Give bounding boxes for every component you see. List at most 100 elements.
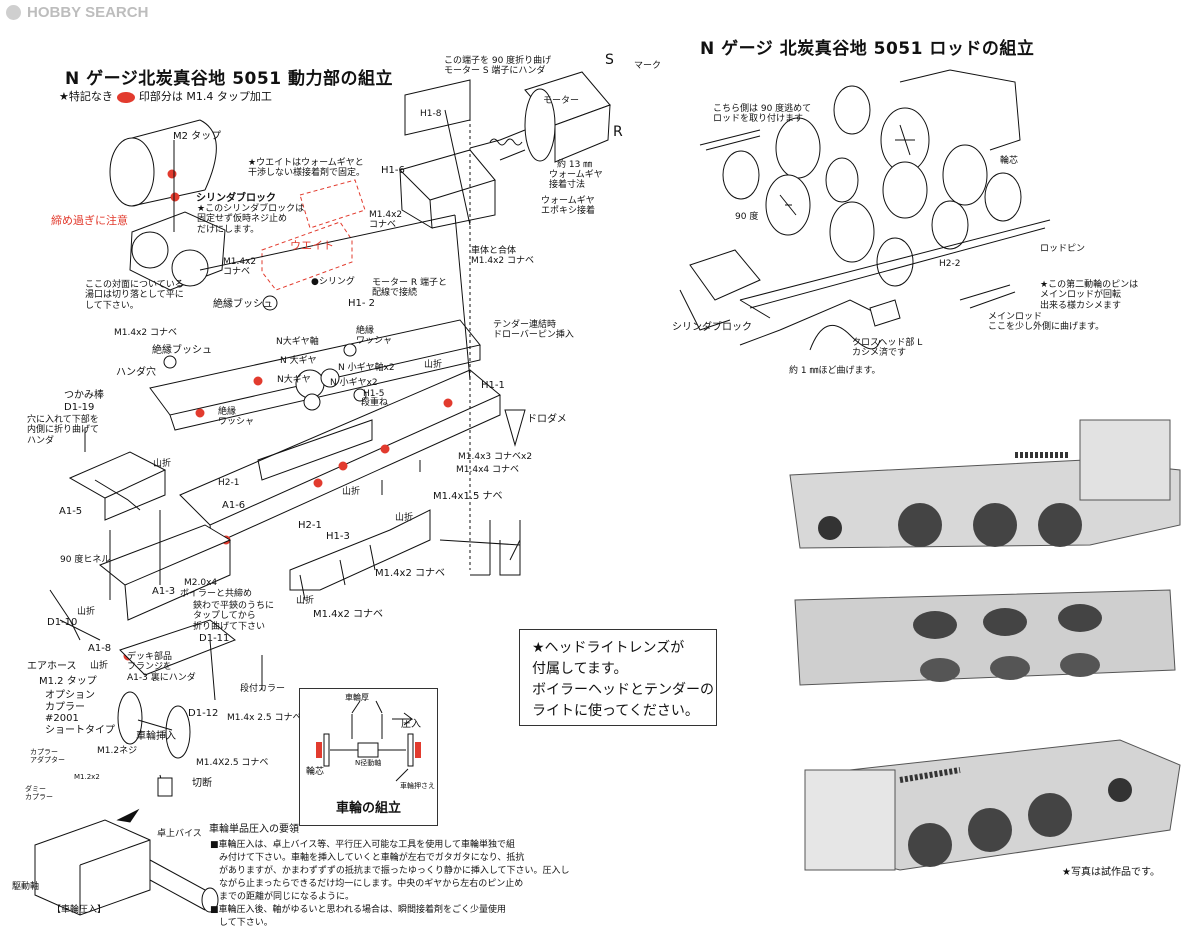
label-wheel-press: 【車輪圧入】 — [52, 905, 107, 915]
notice-line: ライトに使ってください。 — [532, 703, 699, 719]
label-a1-3: A1-3 — [152, 586, 176, 597]
label-body-together: 車体と合体 M1.4x2 コナベ — [471, 246, 534, 267]
instruction-line: ■車輪圧入後、軸がゆるいと思われる場合は、瞬間接着剤をごく少量使用 — [210, 905, 507, 915]
wheel-tread-label: 車輪厚 — [345, 693, 369, 702]
label-weight: ウエイト — [290, 239, 334, 252]
label-yamaori-g: 山折 — [90, 661, 109, 671]
drodame-drawing — [504, 409, 526, 447]
label-m14x2-c: M1.4x2 コナベ — [375, 568, 445, 579]
label-h1-3: H1-3 — [326, 531, 350, 542]
instructions-heading: 車輪単品圧入の要領 — [209, 824, 299, 835]
wheel-assembly-box: 車輪厚 圧入 輪芯 N径動軸 車輪押さえ 車輪の組立 — [299, 688, 438, 826]
label-h1-1: H1-1 — [481, 380, 505, 391]
label-insulating-washer-a: 絶縁 ワッシャ — [356, 326, 393, 347]
instruction-line: ■車輪圧入は、卓上バイス等、平行圧入可能な工具を使用して車輪単独で組 — [210, 840, 515, 850]
label-h2-2: H2-2 — [939, 259, 961, 269]
label-yamaori-d: 山折 — [395, 513, 414, 523]
legend: ★特記なき印部分は M1.4 タップ加工 — [59, 90, 272, 104]
label-approx-1mm: 約 1 ㎜ほど曲げます。 — [789, 366, 881, 376]
chassis-outline — [899, 69, 1021, 151]
label-n-small-gear-shaft: N 小ギヤ軸x2 — [338, 363, 395, 373]
label-weight-note: ★ウエイトはウォームギヤと 干渉しない様接着剤で固定。 — [248, 158, 366, 179]
label-terminal-note: この端子を 90 度折り曲げ モーター S 端子にハンダ — [444, 56, 552, 77]
boiler-outline — [109, 119, 217, 207]
label-m14x2-d: M1.4x2 コナベ — [313, 609, 383, 620]
photo-top-view — [789, 419, 1181, 549]
label-cylinder-note: ★このシリンダブロックは 固定せず仮時ネジ止め だけにします。 — [197, 204, 305, 235]
label-h1-5: H1-5 — [363, 389, 385, 399]
leader-lines — [84, 112, 521, 701]
front-frame-drawing — [49, 451, 236, 676]
label-bushing-ring: ●シリング — [311, 277, 355, 287]
right-sheet-title: N ゲージ 北炭真谷地 5051 ロッドの組立 — [700, 39, 1035, 59]
label-m14x3: M1.4x3 コナベx2 — [458, 452, 533, 462]
label-tap-note: 鋏わで平鋏のうちに タップしてから 折り曲げて下さい — [193, 601, 275, 632]
gear-cluster-drawing — [163, 295, 367, 411]
bracket-drawing — [289, 509, 431, 601]
watermark-mark-icon — [6, 5, 21, 20]
instruction-line: がありますが、かまわずずずの抵抗まで振ったゆっくり静かに挿入して下さい。圧入し — [210, 866, 570, 876]
label-motor: モーター — [543, 96, 580, 106]
label-n-big-gear-2: N大ギヤ — [277, 375, 311, 385]
instruction-line: ながら止まったらできるだけ均一にします。中央のギヤから左右のピン止め — [210, 879, 524, 889]
label-insulating-washer-b: 絶縁 ワッシャ — [218, 407, 255, 428]
wheel-assembly-diagram — [316, 700, 421, 782]
label-yamaori-e: 山折 — [296, 596, 315, 606]
label-option-coupler: オプション カプラー #2001 ショートタイプ — [45, 690, 115, 736]
photo-caption: ★写真は試作品です。 — [1062, 867, 1160, 878]
crosshead-part — [809, 299, 901, 351]
label-coupler-adapter: カプラー アダプター — [30, 748, 65, 765]
label-vise: 卓上バイス — [157, 829, 202, 839]
label-approx-13mm: 約 13 ㎜ — [557, 160, 593, 170]
label-crosshead: クロスヘッド部 L カシメ済です — [852, 338, 923, 359]
label-m14x25-b: M1.4X2.5 コナベ — [196, 758, 269, 768]
wheel-set-drawing — [117, 691, 191, 797]
label-overtight-warning: 締め過ぎに注意 — [51, 214, 128, 227]
label-d1-11: D1-11 — [199, 633, 230, 644]
label-wheel-insert: 車輪挿入 — [136, 731, 176, 742]
connecting-rods — [699, 129, 1051, 309]
cylinder-block-right — [679, 249, 881, 346]
label-dummy-coupler: ダミー カプラー — [25, 785, 53, 802]
watermark-text: HOBBY SEARCH — [27, 4, 149, 21]
notice-line: ★ヘッドライトレンズが — [532, 640, 685, 656]
wheel-hub-label: 輪芯 — [306, 767, 325, 777]
label-air-hose: エアホース — [27, 661, 77, 672]
label-boiler-common: ボイラーと共締め — [180, 589, 253, 599]
motor-mount-drawing — [399, 79, 496, 229]
label-n-small-gear: N 小ギヤx2 — [330, 378, 378, 388]
motor-drawing — [469, 71, 611, 163]
label-h2-1-top: H2-1 — [218, 478, 240, 488]
legend-prefix: ★特記なき — [59, 90, 113, 103]
wheel-holder-label: 車輪押さえ — [400, 782, 435, 790]
headlight-notice-box: ★ヘッドライトレンズが 付属してます。 ボイラーヘッドとテンダーの ライトに使っ… — [519, 629, 717, 726]
label-worm-gear-epoxy: ウォームギヤ エポキシ接着 — [541, 196, 596, 217]
label-yamaori-a: 山折 — [424, 360, 443, 370]
label-a1-8: A1-8 — [88, 643, 112, 654]
notice-line: 付属してます。 — [532, 661, 628, 677]
label-h1-6: H1-6 — [381, 165, 405, 176]
label-hinge-90: 90 度ヒネル — [60, 555, 111, 565]
label-tender-pin: テンダー連結時 ドローバーピン挿入 — [493, 320, 574, 341]
label-cylinder-block-right: シリンダブロック — [672, 322, 752, 333]
label-worm-gear-adh: ウォームギヤ 接着寸法 — [549, 170, 603, 191]
label-main-rod-note: メインロッド ここを少し外側に曲げます。 — [988, 312, 1105, 333]
label-m14x2-cyl: M1.4x2 コナベ — [223, 257, 257, 278]
label-m12-tap: M1.2 タップ — [39, 676, 97, 687]
label-deck-part: デッキ部品 フランジを A1-3 裏にハンダ — [127, 652, 196, 683]
label-n-big-gear-shaft: N大ギヤ軸 — [276, 337, 319, 347]
label-90deg: 90 度 — [735, 212, 759, 222]
label-drive-shaft: 駆動軸 — [12, 882, 40, 892]
label-m2-tap: M2 タップ — [173, 131, 222, 142]
weight-drawing — [261, 179, 366, 291]
label-rod-pin: ロッドピン — [1040, 244, 1086, 254]
label-cylinder-block: シリンダブロック — [196, 193, 276, 204]
label-d1-10: D1-10 — [47, 617, 78, 628]
label-drodame: ドロダメ — [527, 414, 567, 425]
label-motor-r-note: モーター R 端子と 配線で接続 — [372, 278, 447, 299]
label-m14x15: M1.4x1.5 ナベ — [433, 491, 503, 502]
instructions-body: ■車輪圧入は、卓上バイス等、平行圧入可能な工具を使用して車輪単独で組 み付けて下… — [210, 839, 570, 930]
label-d1-12: D1-12 — [188, 708, 219, 719]
